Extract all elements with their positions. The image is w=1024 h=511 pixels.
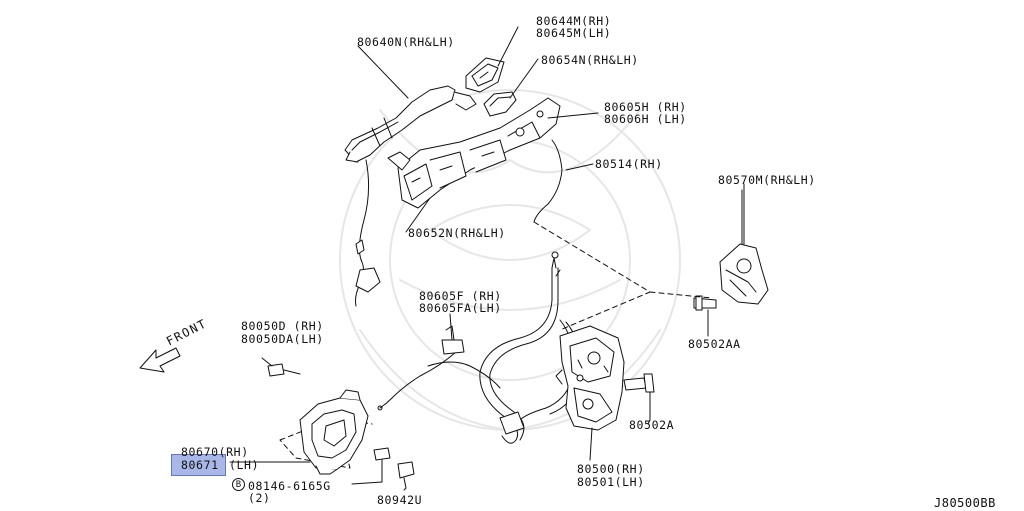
- label-80942U: 80942U: [377, 493, 423, 507]
- label-80671[interactable]: 80671: [181, 458, 219, 472]
- escutcheon-seal: [465, 57, 505, 93]
- label-80670: 80670(RH): [181, 445, 249, 459]
- label-80605H: 80605H (RH): [604, 100, 687, 114]
- label-80050D: 80050D (RH): [241, 319, 324, 333]
- rod-left: [355, 159, 370, 307]
- label-80502AA: 80502AA: [688, 337, 741, 351]
- door-lock-actuator: [555, 325, 625, 431]
- label-80570M: 80570M(RH&LH): [718, 173, 816, 187]
- bolt-symbol-icon: B: [232, 478, 245, 491]
- rod-80514: [533, 139, 563, 223]
- highlight-box-80671: [171, 454, 226, 476]
- label-80501: 80501(LH): [577, 475, 645, 489]
- handle-gasket: [483, 91, 517, 117]
- cable-loop-end: [499, 411, 525, 435]
- label-80671-side: (LH): [229, 458, 260, 472]
- label-80500: 80500(RH): [577, 462, 645, 476]
- diagram-code: J80500BB: [934, 496, 996, 510]
- inside-handle: [299, 389, 369, 475]
- handle-bolt-top: [267, 363, 301, 377]
- cable-clip: [441, 325, 465, 355]
- front-arrow-icon: [139, 347, 181, 373]
- housing-bolt: [373, 447, 391, 483]
- label-08146: 08146-6165G: [248, 479, 331, 493]
- label-80605FA: 80605FA(LH): [419, 301, 502, 315]
- handle-bracket: [387, 97, 561, 209]
- label-80050DA: 80050DA(LH): [241, 332, 324, 346]
- label-80645M: 80645M(LH): [536, 26, 612, 40]
- lock-screw: [623, 373, 655, 421]
- label-08146-qty: (2): [248, 491, 271, 505]
- rod-clip: [355, 239, 381, 293]
- label-80605F: 80605F (RH): [419, 289, 502, 303]
- retaining-clip: [397, 461, 415, 489]
- label-80640N: 80640N(RH&LH): [357, 35, 455, 49]
- leader-lines: [229, 26, 745, 491]
- label-80652N: 80652N(RH&LH): [408, 226, 506, 240]
- label-80502A: 80502A: [629, 418, 675, 432]
- label-80606H: 80606H (LH): [604, 112, 687, 126]
- door-striker: [719, 189, 769, 305]
- striker-screw: [693, 295, 717, 331]
- outside-handle: [344, 85, 477, 163]
- lock-cable: [377, 251, 582, 444]
- label-80644M: 80644M(RH): [536, 14, 612, 28]
- label-80514: 80514(RH): [595, 157, 663, 171]
- label-80654N: 80654N(RH&LH): [541, 53, 639, 67]
